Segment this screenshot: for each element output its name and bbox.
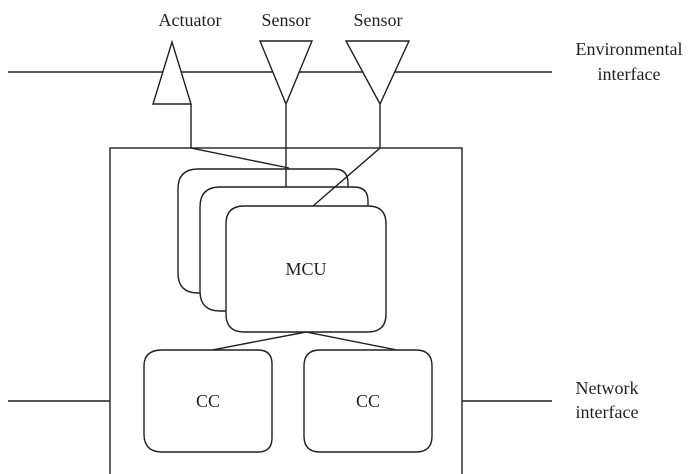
sensor-triangle-1 [258, 40, 314, 106]
sensor-2-wire [312, 104, 381, 207]
actuator-label: Actuator [159, 10, 222, 30]
network-interface-label-line2: interface [576, 402, 639, 422]
environmental-interface-label-line2: interface [598, 64, 661, 84]
sensor-1-label: Sensor [262, 10, 311, 30]
mcu-to-cc-wires [211, 331, 398, 351]
cc-right-label: CC [356, 391, 380, 411]
cc-left-label: CC [196, 391, 220, 411]
mcu-box-front [225, 205, 387, 333]
cc-box-left [143, 349, 273, 453]
actuator-wire [190, 104, 290, 169]
cc-box-right [303, 349, 433, 453]
network-interface-label-line1: Network [576, 378, 639, 398]
sensor-triangle-2 [344, 40, 411, 106]
mcu-label: MCU [285, 259, 326, 279]
actuator-triangle [152, 39, 192, 105]
sensor-2-label: Sensor [354, 10, 403, 30]
environmental-interface-label-line1: Environmental [576, 39, 683, 59]
